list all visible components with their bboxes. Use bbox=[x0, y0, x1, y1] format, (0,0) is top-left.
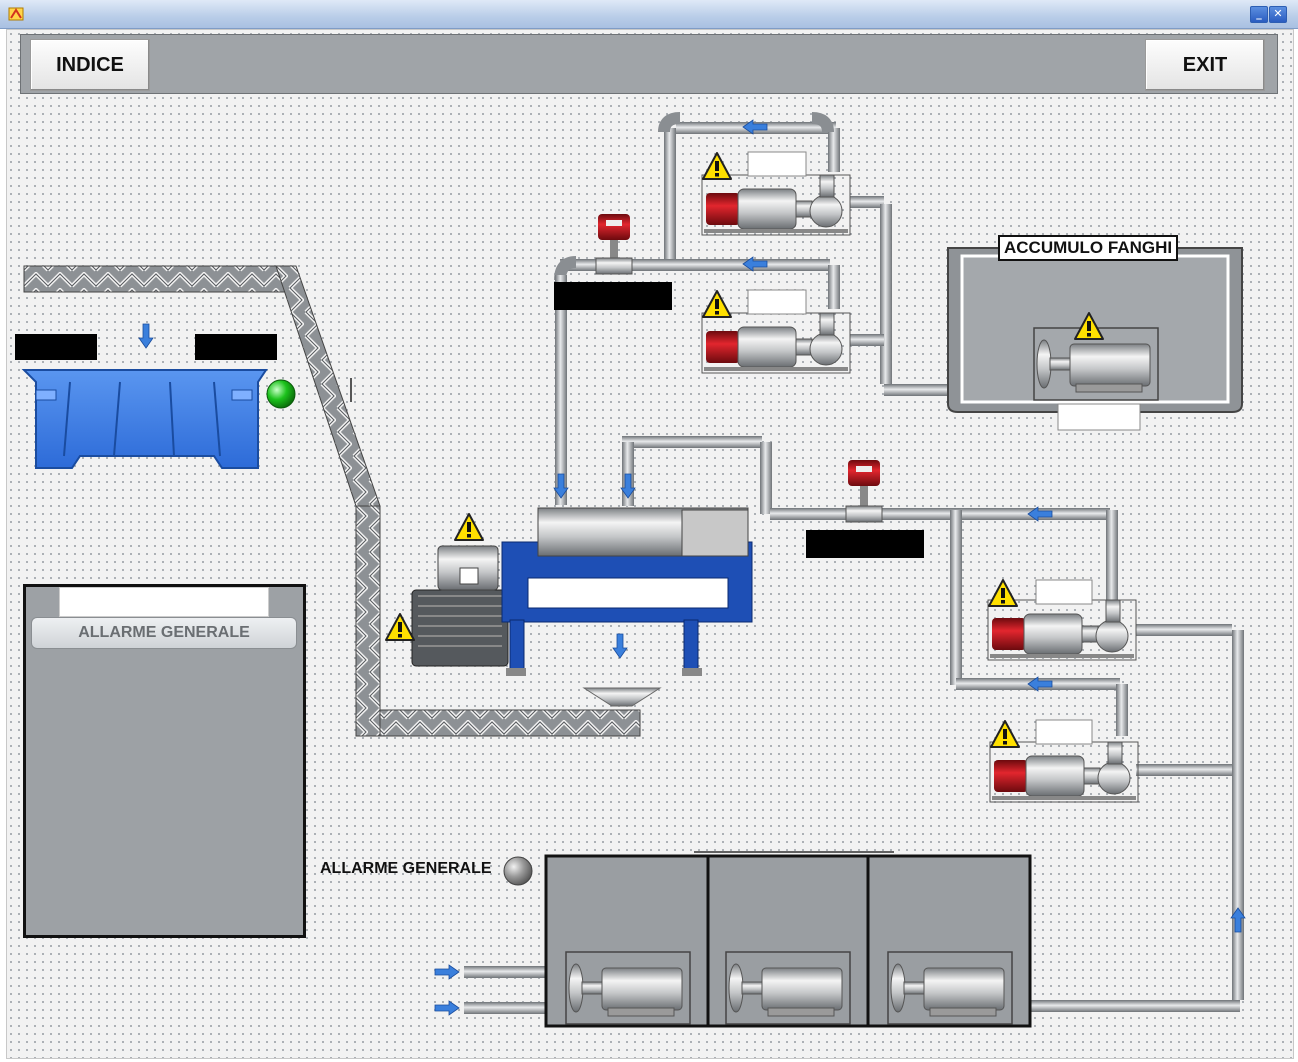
pump-icon[interactable] bbox=[701, 174, 851, 236]
indice-button[interactable]: INDICE bbox=[30, 39, 150, 91]
pump-icon[interactable] bbox=[989, 741, 1139, 803]
inlet-tanks bbox=[544, 851, 1032, 1028]
window-titlebar: _ ✕ bbox=[0, 0, 1298, 29]
pump-icon[interactable] bbox=[987, 599, 1137, 661]
flow-arrow-icon bbox=[434, 964, 460, 980]
sludge-container bbox=[15, 323, 352, 469]
flowmeter-display-2 bbox=[806, 530, 924, 558]
flow-arrow-icon bbox=[434, 1000, 460, 1016]
warning-triangle-icon bbox=[385, 613, 415, 641]
flowmeter-icon bbox=[845, 460, 883, 523]
screw-conveyor bbox=[23, 265, 641, 737]
app-icon bbox=[8, 7, 24, 21]
sludge-storage-tank bbox=[947, 247, 1243, 431]
status-lamp-green bbox=[266, 379, 296, 409]
nav-bar bbox=[20, 34, 1278, 94]
close-button[interactable]: ✕ bbox=[1269, 6, 1287, 23]
decanter-centrifuge[interactable] bbox=[411, 507, 753, 707]
pump-icon[interactable] bbox=[701, 312, 851, 374]
warning-triangle-icon bbox=[990, 720, 1020, 748]
centrifuge-display bbox=[527, 577, 729, 609]
alarm-panel: ALLARME GENERALE bbox=[23, 584, 306, 938]
tank-level-display bbox=[1057, 403, 1141, 431]
minimize-button[interactable]: _ bbox=[1250, 6, 1268, 23]
container-display-right bbox=[195, 334, 277, 360]
flowmeter-display-1 bbox=[554, 282, 672, 310]
alarm-panel-header bbox=[59, 587, 269, 617]
warning-triangle-icon bbox=[454, 513, 484, 541]
flowmeter-icon bbox=[595, 214, 633, 275]
warning-triangle-icon bbox=[988, 579, 1018, 607]
exit-button[interactable]: EXIT bbox=[1145, 39, 1265, 91]
warning-triangle-icon bbox=[702, 152, 732, 180]
general-alarm-lamp bbox=[503, 856, 533, 886]
flow-arrow-icon bbox=[138, 323, 154, 349]
container-display-left bbox=[15, 334, 97, 360]
general-alarm-button[interactable]: ALLARME GENERALE bbox=[31, 617, 297, 649]
sludge-storage-title: ACCUMULO FANGHI bbox=[998, 235, 1179, 261]
warning-triangle-icon bbox=[702, 290, 732, 318]
general-alarm-label: ALLARME GENERALE bbox=[320, 860, 492, 877]
flow-arrow-icon bbox=[612, 633, 628, 659]
